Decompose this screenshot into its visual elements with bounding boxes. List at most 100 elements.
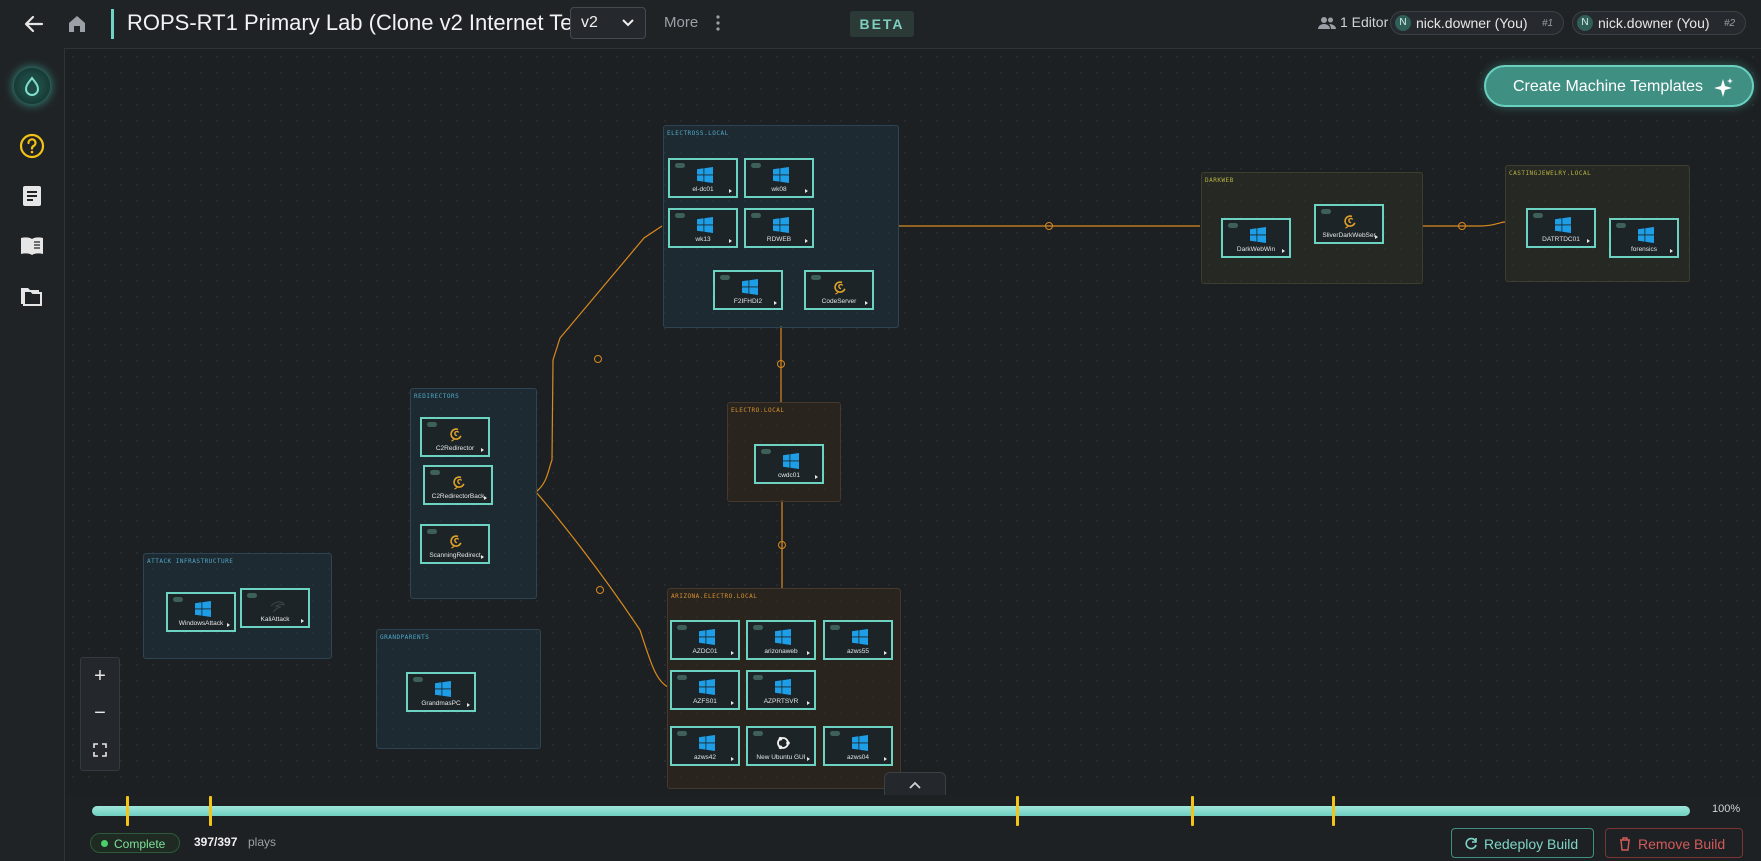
play-icon[interactable] bbox=[731, 757, 734, 761]
play-icon[interactable] bbox=[807, 757, 810, 761]
play-icon[interactable] bbox=[301, 619, 304, 623]
user-name: nick.downer (You) bbox=[1416, 15, 1528, 31]
version-select[interactable]: v2 bbox=[570, 7, 646, 39]
machine-label: AZFS01 bbox=[693, 698, 717, 705]
create-machine-templates-button[interactable]: Create Machine Templates bbox=[1484, 65, 1754, 107]
machine-node[interactable]: AZDC01 bbox=[670, 620, 740, 660]
debian-icon bbox=[452, 474, 468, 490]
machine-node[interactable]: DarkWebWin bbox=[1221, 218, 1291, 258]
machine-node[interactable]: KaliAttack bbox=[240, 588, 310, 628]
folder-icon[interactable] bbox=[18, 282, 46, 310]
status-dot bbox=[101, 840, 108, 847]
more-menu-button[interactable]: More bbox=[664, 14, 699, 31]
play-icon[interactable] bbox=[1375, 235, 1378, 239]
windows-icon bbox=[699, 735, 715, 751]
status-indicator bbox=[1616, 223, 1626, 228]
progress-marker[interactable] bbox=[209, 796, 212, 826]
windows-icon bbox=[435, 681, 451, 697]
machine-node[interactable]: WindowsAttack bbox=[166, 592, 236, 632]
play-icon[interactable] bbox=[467, 703, 470, 707]
progress-marker[interactable] bbox=[1191, 796, 1194, 826]
machine-node[interactable]: cwdc01 bbox=[754, 444, 824, 484]
machine-node[interactable]: azws42 bbox=[670, 726, 740, 766]
play-icon[interactable] bbox=[815, 475, 818, 479]
machine-node[interactable]: GrandmasPC bbox=[406, 672, 476, 712]
user-pill[interactable]: N nick.downer (You) #1 bbox=[1390, 11, 1564, 35]
play-icon[interactable] bbox=[1587, 239, 1590, 243]
home-icon[interactable] bbox=[65, 12, 89, 36]
status-indicator bbox=[677, 731, 687, 736]
machine-node[interactable]: RDWEB bbox=[744, 208, 814, 248]
progress-marker[interactable] bbox=[1016, 796, 1019, 826]
machine-node[interactable]: C2RedirectorBack bbox=[423, 465, 493, 505]
windows-icon bbox=[1638, 227, 1654, 243]
machine-node[interactable]: azws04 bbox=[823, 726, 893, 766]
progress-marker[interactable] bbox=[1332, 796, 1335, 826]
play-icon[interactable] bbox=[774, 301, 777, 305]
play-icon[interactable] bbox=[884, 757, 887, 761]
play-icon[interactable] bbox=[1670, 249, 1673, 253]
progress-fill bbox=[92, 806, 1690, 816]
remove-build-button[interactable]: Remove Build bbox=[1605, 828, 1743, 858]
play-icon[interactable] bbox=[731, 701, 734, 705]
play-icon[interactable] bbox=[729, 189, 732, 193]
back-arrow-icon[interactable] bbox=[22, 12, 46, 36]
machine-node[interactable]: AZPRTSVR bbox=[746, 670, 816, 710]
group-darkweb[interactable]: DARKWEB bbox=[1201, 172, 1423, 284]
machine-label: WindowsAttack bbox=[178, 620, 224, 627]
help-circle-icon[interactable] bbox=[18, 132, 46, 160]
debian-icon bbox=[1343, 213, 1359, 229]
machine-node[interactable]: forensics bbox=[1609, 218, 1679, 258]
redeploy-build-button[interactable]: Redeploy Build bbox=[1451, 828, 1594, 858]
machine-node[interactable]: wk13 bbox=[668, 208, 738, 248]
machine-label: wk08 bbox=[771, 186, 787, 193]
machine-node[interactable]: C2Redirector bbox=[420, 417, 490, 457]
play-icon[interactable] bbox=[729, 239, 732, 243]
play-icon[interactable] bbox=[731, 651, 734, 655]
machine-node[interactable]: ScanningRedirect bbox=[420, 524, 490, 564]
debian-icon bbox=[449, 533, 465, 549]
debian-icon bbox=[833, 279, 849, 295]
fit-screen-button[interactable] bbox=[81, 732, 119, 769]
play-icon[interactable] bbox=[807, 651, 810, 655]
kebab-menu-icon[interactable] bbox=[715, 14, 721, 32]
play-icon[interactable] bbox=[227, 623, 230, 627]
play-icon[interactable] bbox=[805, 239, 808, 243]
play-icon[interactable] bbox=[484, 496, 487, 500]
user-pill[interactable]: N nick.downer (You) #2 bbox=[1572, 11, 1746, 35]
progress-marker[interactable] bbox=[126, 796, 129, 826]
machine-node[interactable]: CodeServer bbox=[804, 270, 874, 310]
machine-node[interactable]: AZFS01 bbox=[670, 670, 740, 710]
machine-label: azws04 bbox=[846, 754, 870, 761]
play-icon[interactable] bbox=[481, 555, 484, 559]
machine-node[interactable]: F2IFHDI2 bbox=[713, 270, 783, 310]
machine-node[interactable]: arizonaweb bbox=[746, 620, 816, 660]
play-icon[interactable] bbox=[1282, 249, 1285, 253]
status-indicator bbox=[1321, 209, 1331, 214]
machine-node[interactable]: azws55 bbox=[823, 620, 893, 660]
windows-icon bbox=[775, 629, 791, 645]
zoom-in-button[interactable]: + bbox=[94, 665, 106, 687]
machine-node[interactable]: el-dc01 bbox=[668, 158, 738, 198]
status-indicator bbox=[811, 275, 821, 280]
page-title: ROPS-RT1 Primary Lab (Clone v2 Internet … bbox=[127, 10, 597, 35]
play-icon[interactable] bbox=[865, 301, 868, 305]
play-icon[interactable] bbox=[805, 189, 808, 193]
zoom-out-button[interactable]: − bbox=[94, 702, 106, 724]
status-indicator bbox=[247, 593, 257, 598]
machine-label: KaliAttack bbox=[260, 616, 290, 623]
play-icon[interactable] bbox=[807, 701, 810, 705]
collapse-panel-tab[interactable] bbox=[884, 772, 946, 797]
machine-node[interactable]: New Ubuntu GUI bbox=[746, 726, 816, 766]
machine-node[interactable]: wk08 bbox=[744, 158, 814, 198]
notes-icon[interactable] bbox=[18, 182, 46, 210]
machine-node[interactable]: SliverDarkWebSer bbox=[1314, 204, 1384, 244]
machine-node[interactable]: DATRTDC01 bbox=[1526, 208, 1596, 248]
book-icon[interactable] bbox=[18, 232, 46, 260]
version-value: v2 bbox=[581, 14, 598, 31]
play-icon[interactable] bbox=[481, 448, 484, 452]
drop-logo-icon[interactable] bbox=[14, 68, 50, 104]
machine-label: RDWEB bbox=[766, 236, 792, 243]
topology-canvas[interactable] bbox=[65, 49, 1761, 789]
play-icon[interactable] bbox=[884, 651, 887, 655]
